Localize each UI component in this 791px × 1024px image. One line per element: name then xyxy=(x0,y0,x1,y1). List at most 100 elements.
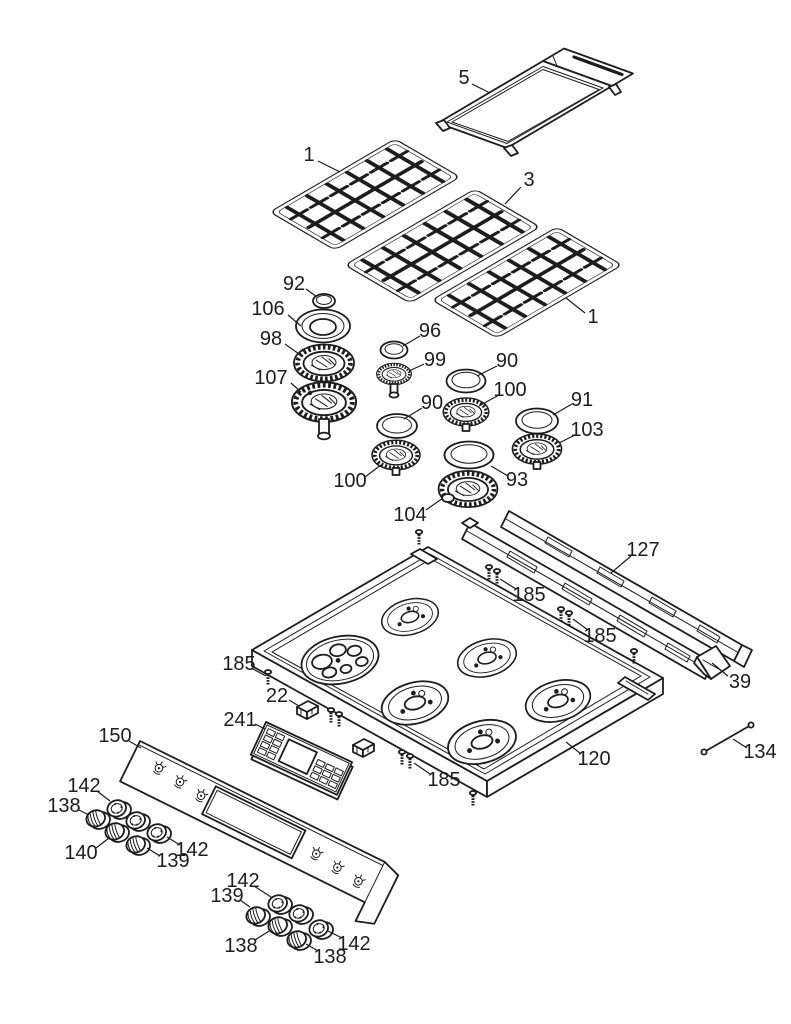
part-label-3: 3 xyxy=(523,169,534,191)
leader-line-185 xyxy=(572,618,589,631)
leader-line-185 xyxy=(252,668,267,677)
leader-line-142 xyxy=(253,885,272,898)
part-label-241: 241 xyxy=(223,709,256,731)
part-label-106: 106 xyxy=(251,298,284,320)
burner-head-99 xyxy=(375,361,413,399)
part-label-139: 139 xyxy=(156,850,189,872)
part-label-99: 99 xyxy=(424,349,446,371)
long-screw-134 xyxy=(700,721,755,756)
burner-cap-91 xyxy=(515,407,559,435)
leader-line-150 xyxy=(128,740,142,749)
burner-ring-106 xyxy=(295,308,351,344)
part-label-100: 100 xyxy=(333,470,366,492)
leader-line-142 xyxy=(96,790,111,802)
part-label-127: 127 xyxy=(626,539,659,561)
burner-cap-93 xyxy=(443,440,495,470)
part-label-134: 134 xyxy=(743,741,776,763)
part-label-1: 1 xyxy=(303,144,314,166)
leader-line-100 xyxy=(364,464,382,478)
leader-line-127 xyxy=(610,555,632,574)
leader-line-138 xyxy=(254,930,270,941)
leader-line-3 xyxy=(504,186,522,205)
leader-line-142 xyxy=(166,836,181,846)
leader-line-92 xyxy=(305,288,318,298)
part-label-150: 150 xyxy=(98,725,131,747)
leader-line-22 xyxy=(288,699,300,707)
maintop-end-slot xyxy=(617,676,656,701)
part-label-138: 138 xyxy=(224,935,257,957)
part-label-185: 185 xyxy=(512,584,545,606)
part-label-103: 103 xyxy=(570,419,603,441)
leader-line-1 xyxy=(565,297,586,314)
part-label-185: 185 xyxy=(427,769,460,791)
control-panel-part xyxy=(119,740,400,925)
leader-line-107 xyxy=(290,382,302,393)
part-label-104: 104 xyxy=(393,504,426,526)
part-label-39: 39 xyxy=(729,671,751,693)
leader-line-5 xyxy=(471,83,491,94)
leader-line-1 xyxy=(317,160,341,173)
leader-line-99 xyxy=(408,363,425,372)
leader-line-134 xyxy=(732,738,748,749)
part-label-142: 142 xyxy=(337,933,370,955)
leader-line-39 xyxy=(711,662,729,677)
rear-trim-part xyxy=(461,510,753,680)
burner-cap-90-left xyxy=(376,413,418,439)
burner-head-98 xyxy=(294,345,354,382)
part-label-98: 98 xyxy=(260,328,282,350)
part-label-96: 96 xyxy=(419,320,441,342)
leader-line-138 xyxy=(305,943,319,952)
part-label-138: 138 xyxy=(313,946,346,968)
part-label-90: 90 xyxy=(496,350,518,372)
leader-line-90 xyxy=(403,407,423,420)
leader-line-96 xyxy=(402,335,421,347)
burner-cap-96 xyxy=(379,340,409,360)
leader-line-91 xyxy=(552,403,573,416)
part-label-22: 22 xyxy=(266,685,288,707)
leader-line-106 xyxy=(287,314,302,327)
leader-line-104 xyxy=(425,497,444,511)
burner-head-103 xyxy=(510,431,564,470)
burner-base-107 xyxy=(292,382,356,441)
control-overlay-part xyxy=(249,721,354,801)
burner-cap-90-right xyxy=(445,368,487,394)
leader-line-241 xyxy=(254,723,266,730)
center-burner-opening xyxy=(300,634,380,686)
part-label-142: 142 xyxy=(67,775,100,797)
leader-line-139 xyxy=(239,899,251,908)
part-label-5: 5 xyxy=(458,67,469,89)
part-label-140: 140 xyxy=(64,842,97,864)
leader-line-120 xyxy=(565,741,582,755)
part-label-142: 142 xyxy=(175,839,208,861)
part-callouts: 5 1 3 1 92 106 98 107 96 99 90 100 90 100 91 103 93 104 12… xyxy=(47,67,776,968)
burner-cap-92 xyxy=(312,293,336,309)
leader-line-139 xyxy=(146,847,161,857)
leader-line-100 xyxy=(478,394,500,407)
leader-line-93 xyxy=(490,465,509,477)
leader-line-140 xyxy=(95,837,110,849)
burner-head-100-right xyxy=(441,396,491,432)
part-label-92: 92 xyxy=(283,273,305,295)
part-label-120: 120 xyxy=(577,748,610,770)
part-label-185: 185 xyxy=(583,625,616,647)
part-label-138: 138 xyxy=(47,795,80,817)
part-label-107: 107 xyxy=(254,367,287,389)
part-label-93: 93 xyxy=(506,469,528,491)
burner-head-104 xyxy=(439,471,498,507)
part-label-91: 91 xyxy=(571,389,593,411)
burner-head-100-left xyxy=(370,438,422,476)
leader-line-103 xyxy=(558,433,578,444)
part-label-1: 1 xyxy=(587,306,598,328)
part-label-90: 90 xyxy=(421,392,443,414)
leader-line-185 xyxy=(413,762,431,775)
leader-line-90 xyxy=(476,365,498,377)
leader-line-142 xyxy=(327,930,343,939)
maintop-part xyxy=(251,546,664,798)
leader-line-185 xyxy=(499,578,517,590)
leader-line-138 xyxy=(78,809,90,816)
part-label-100: 100 xyxy=(493,379,526,401)
leader-line-98 xyxy=(284,343,300,355)
part-label-139: 139 xyxy=(210,885,243,907)
